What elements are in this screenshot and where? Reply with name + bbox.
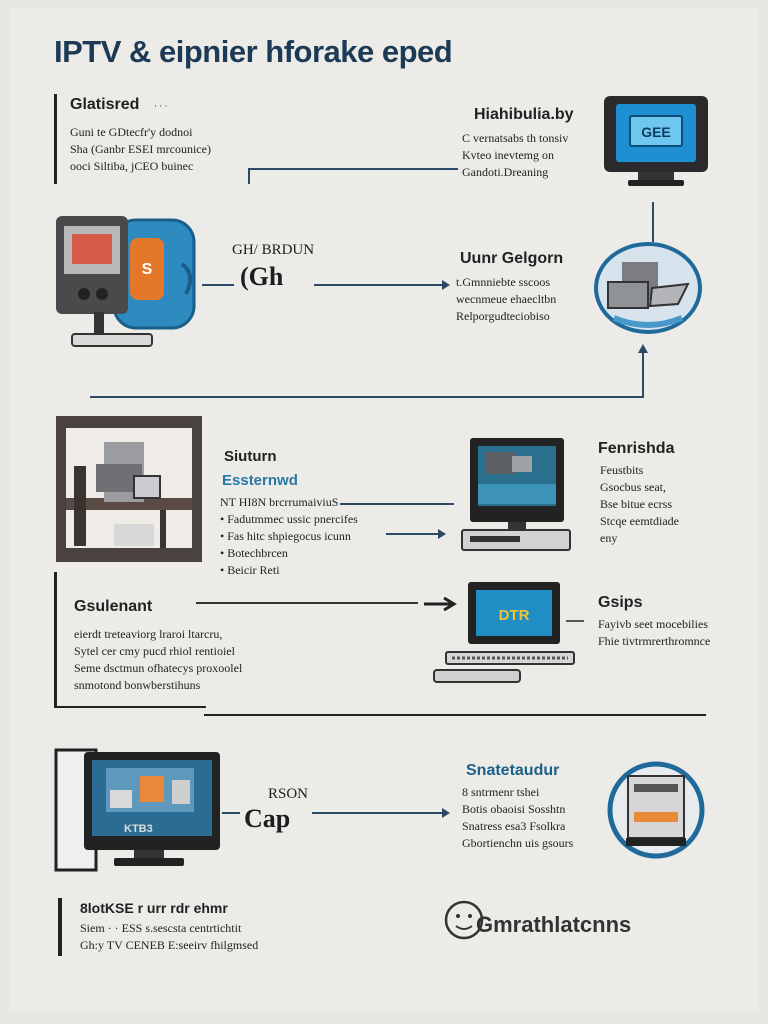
connector-line bbox=[642, 350, 644, 398]
screen-text: DTR bbox=[499, 607, 530, 624]
connector-line bbox=[340, 503, 454, 505]
text-line: ooci Siltiba, jCEO buinec bbox=[70, 159, 194, 173]
laptop-keyboard-icon: DTR bbox=[433, 582, 575, 683]
arrow-icon bbox=[638, 344, 648, 353]
section-text-fenrishda: Feustbits Gsocbus seat, Bse bitue ecrss … bbox=[600, 462, 679, 547]
text-line: t.Gmnniebte sscoos bbox=[456, 275, 550, 289]
server-cabinet-icon bbox=[607, 761, 705, 859]
arrow-icon bbox=[438, 529, 446, 539]
text-line: snmotond bonwberstihuns bbox=[74, 678, 201, 692]
arrow-icon bbox=[424, 596, 457, 612]
text-line: Bse bitue ecrss bbox=[600, 497, 672, 511]
text-line: wecnmeue ehaecltbn bbox=[456, 292, 557, 306]
section-text-gsulenant: eierdt treteaviorg lraroi ltarcru, Sytel… bbox=[74, 626, 242, 694]
section-heading-gsips: Gsips bbox=[598, 594, 643, 611]
section-rule bbox=[54, 94, 57, 184]
text-line: Guni te GDtecfr'y dodnoi bbox=[70, 125, 193, 139]
connector-line bbox=[90, 396, 644, 398]
text-line: eierdt treteaviorg lraroi ltarcru, bbox=[74, 627, 223, 641]
section-heading-siuturn: Siuturn bbox=[224, 448, 277, 465]
section-heading-gsulenant: Gsulenant bbox=[74, 598, 153, 615]
arrow-icon bbox=[442, 280, 450, 290]
text-line: Sha (Ganbr ESEI mrcounice) bbox=[70, 142, 211, 156]
section-text-glatisred: Guni te GDtecfr'y dodnoi Sha (Ganbr ESEI… bbox=[70, 124, 211, 175]
text-line: Seme dsctmun ofhatecys proxoolel bbox=[74, 661, 243, 675]
connector-line bbox=[202, 284, 234, 286]
text-line: Fayivb seet mocebilies bbox=[598, 617, 708, 631]
server-globe-icon bbox=[594, 242, 702, 334]
page-title: IPTV & eipnier hforake eped bbox=[54, 34, 453, 69]
text-line: eny bbox=[600, 531, 618, 545]
section-heading-footer: 8lotKSE r urr rdr ehmr bbox=[80, 900, 228, 916]
connector-line bbox=[386, 533, 440, 535]
text-line: Gbortienchn uis gsours bbox=[462, 836, 574, 850]
section-subheading: Essternwd bbox=[222, 472, 298, 489]
footer-logo-text: Gmrathlatcnns bbox=[476, 912, 632, 937]
text-line: Fadutmmec ussic pnercifes bbox=[220, 511, 358, 528]
text-line: Relporgudteciobiso bbox=[456, 309, 550, 323]
television-icon: KTB3 bbox=[54, 748, 220, 872]
section-text-siuturn: NT HI8N brcrrumaiviuS Fadutmmec ussic pn… bbox=[220, 494, 358, 579]
connector-line bbox=[196, 602, 418, 604]
text-line: Siem · · ESS s.sescsta centrtichtit bbox=[80, 921, 242, 935]
text-line: Botechbrcen bbox=[220, 545, 358, 562]
screen-text: GEE bbox=[641, 124, 671, 140]
text-line: Beicir Reti bbox=[220, 562, 358, 579]
text-line: 8 sntrmenr tshei bbox=[462, 785, 540, 799]
connector-line bbox=[222, 812, 240, 814]
arrow-icon bbox=[442, 808, 450, 818]
section-text-hiahibulia: C vernatsabs th tonsiv Kvteo inevtemg on… bbox=[462, 130, 568, 181]
tv-monitor-icon: GEE bbox=[604, 96, 708, 186]
flow-label-top: RSON bbox=[268, 786, 309, 802]
section-rule bbox=[58, 898, 62, 956]
divider-line bbox=[204, 714, 706, 716]
section-text-snatetaudur: 8 sntrmenr tshei Botis obaoisi Sosshtn S… bbox=[462, 784, 573, 852]
desktop-computer-icon bbox=[461, 438, 571, 551]
divider-line bbox=[56, 706, 206, 708]
flow-label-script: (Gh bbox=[240, 262, 284, 291]
section-heading-fenrishda: Fenrishda bbox=[598, 440, 675, 457]
text-line: Kvteo inevtemg on bbox=[462, 148, 554, 162]
media-device-icon: S bbox=[56, 216, 196, 347]
text-line: Stcqe eemtdiade bbox=[600, 514, 679, 528]
text-line: Fhie tivtrmrerthromnce bbox=[598, 634, 711, 648]
flow-label-top: GH/ BRDUN bbox=[232, 242, 315, 258]
section-text-footer: Siem · · ESS s.sescsta centrtichtit Gh:y… bbox=[80, 920, 258, 954]
text-line: NT HI8N brcrrumaiviuS bbox=[220, 495, 339, 509]
text-line: Snatress esa3 Fsolkra bbox=[462, 819, 566, 833]
text-line: Fas hitc shpiegocus icunn bbox=[220, 528, 358, 545]
section-rule bbox=[54, 572, 57, 708]
connector-line bbox=[566, 620, 584, 622]
section-heading-uunr: Uunr Gelgorn bbox=[460, 250, 564, 267]
text-line: Feustbits bbox=[600, 463, 644, 477]
section-text-gsips: Fayivb seet mocebilies Fhie tivtrmrerthr… bbox=[598, 616, 710, 650]
connector-line bbox=[652, 202, 654, 242]
text-line: Gandoti.Dreaning bbox=[462, 165, 549, 179]
text-line: Botis obaoisi Sosshtn bbox=[462, 802, 566, 816]
screen-text: KTB3 bbox=[124, 823, 153, 835]
smiley-logo-icon bbox=[444, 900, 484, 940]
section-heading-glatisred: Glatisred bbox=[70, 96, 140, 113]
text-line: Sytel cer cmy pucd rhiol rentioiel bbox=[74, 644, 235, 658]
section-heading-hiahibulia: Hiahibulia.by bbox=[474, 106, 574, 123]
connector-line bbox=[312, 812, 444, 814]
text-line: C vernatsabs th tonsiv bbox=[462, 131, 569, 145]
text-line: Gsocbus seat, bbox=[600, 480, 666, 494]
flow-label-script: Cap bbox=[244, 804, 291, 833]
connector-line bbox=[314, 284, 444, 286]
office-scene-monitor-icon bbox=[56, 416, 202, 562]
section-heading-note: · · · bbox=[154, 101, 168, 111]
text-line: Gh:y TV CENEB E:seeirv fhilgmsed bbox=[80, 938, 259, 952]
connector-line bbox=[248, 168, 250, 184]
section-heading-snatetaudur: Snatetaudur bbox=[466, 762, 560, 779]
section-text-uunr: t.Gmnniebte sscoos wecnmeue ehaecltbn Re… bbox=[456, 274, 556, 325]
connector-line bbox=[248, 168, 458, 170]
svg-text:S: S bbox=[142, 261, 153, 278]
